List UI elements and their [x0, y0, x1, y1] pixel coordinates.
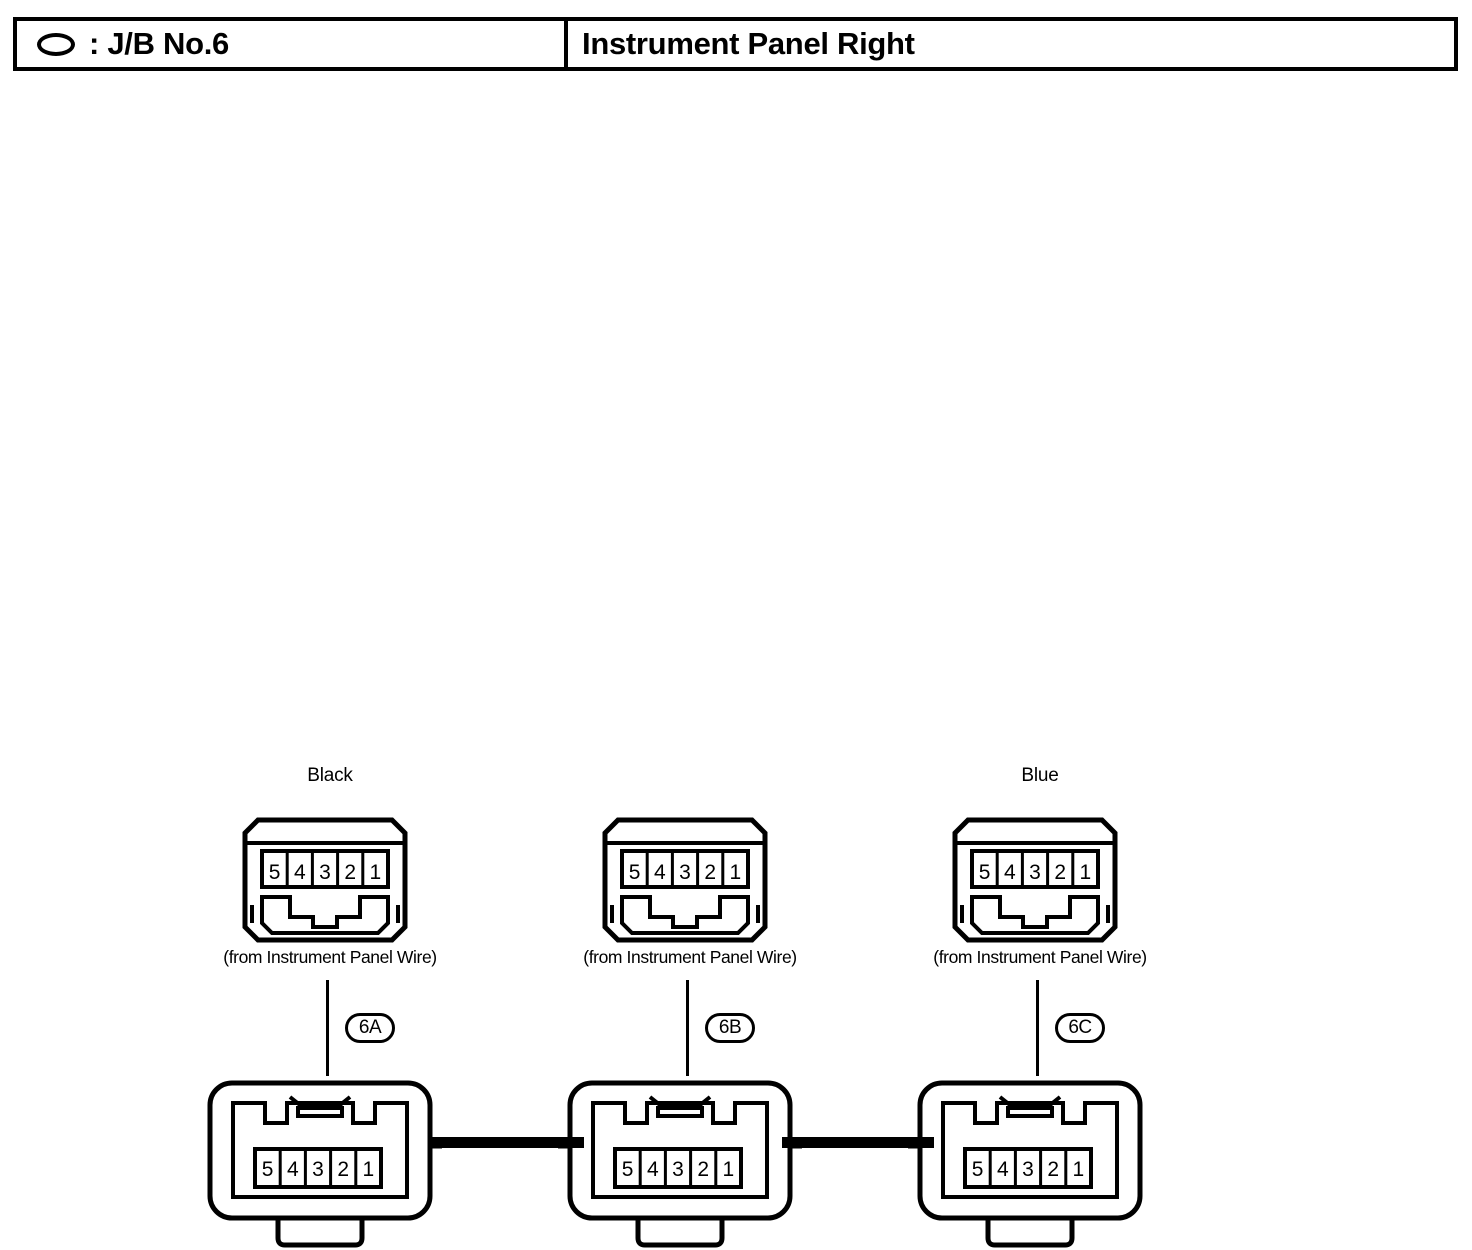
- pin-number: 1: [730, 861, 742, 884]
- top-connector-6b[interactable]: 5 4 3 2 1: [540, 805, 840, 943]
- connector-caption-6a: (from Instrument Panel Wire): [223, 947, 437, 967]
- pin-number: 4: [997, 1158, 1009, 1181]
- pin-number: 2: [697, 1158, 709, 1181]
- pin-number: 5: [629, 861, 641, 884]
- top-connector-6c[interactable]: 5 4 3 2 1: [890, 805, 1190, 943]
- pin-number: 1: [363, 1158, 375, 1181]
- header-bar: : J/B No.6 Instrument Panel Right: [13, 17, 1458, 71]
- pin-number: 2: [704, 861, 716, 884]
- pin-number: 2: [337, 1158, 349, 1181]
- pin-number: 2: [344, 861, 356, 884]
- bottom-connector-6a[interactable]: 5 4 3 2 1: [180, 1075, 480, 1250]
- bottom-connector-6b[interactable]: 5 4 3 2 1: [540, 1075, 840, 1250]
- harness-wire-6a-6b: [432, 1137, 584, 1148]
- pin-number: 2: [1047, 1158, 1059, 1181]
- header-code-label: : J/B No.6: [89, 26, 229, 61]
- harness-wire-6b-6c: [782, 1137, 934, 1148]
- pin-number: 3: [679, 861, 691, 884]
- header-left-cell: : J/B No.6: [17, 21, 568, 67]
- pin-number: 4: [654, 861, 666, 884]
- top-connector-6a[interactable]: 5 4 3 2 1: [180, 805, 480, 943]
- pin-number: 1: [723, 1158, 735, 1181]
- connector-badge-6a: 6A: [345, 1013, 395, 1043]
- pin-number: 1: [370, 861, 382, 884]
- pin-number: 5: [269, 861, 281, 884]
- connector-caption-6c: (from Instrument Panel Wire): [933, 947, 1147, 967]
- pin-number: 5: [979, 861, 991, 884]
- connector-badge-6c: 6C: [1055, 1013, 1105, 1043]
- oval-icon: [37, 32, 75, 56]
- header-right-cell: Instrument Panel Right: [568, 21, 1454, 67]
- pin-number: 4: [647, 1158, 659, 1181]
- page-title: Instrument Panel Right: [582, 26, 915, 61]
- connector-color-label-6a: Black: [307, 765, 353, 786]
- connector-caption-6b: (from Instrument Panel Wire): [583, 947, 797, 967]
- pin-number: 3: [312, 1158, 324, 1181]
- pin-number: 4: [287, 1158, 299, 1181]
- lead-line-6b: [686, 980, 689, 1076]
- pin-number: 4: [294, 861, 306, 884]
- pin-number: 3: [1022, 1158, 1034, 1181]
- pin-number: 3: [1029, 861, 1041, 884]
- connector-badge-6b: 6B: [705, 1013, 755, 1043]
- pin-number: 4: [1004, 861, 1016, 884]
- pin-number: 5: [622, 1158, 634, 1181]
- pin-number: 3: [672, 1158, 684, 1181]
- pin-number: 5: [262, 1158, 274, 1181]
- bottom-connector-6c[interactable]: 5 4 3 2 1: [890, 1075, 1190, 1250]
- pin-number: 1: [1073, 1158, 1085, 1181]
- lead-line-6c: [1036, 980, 1039, 1076]
- pin-number: 1: [1080, 861, 1092, 884]
- pin-number: 5: [972, 1158, 984, 1181]
- pin-number: 2: [1054, 861, 1066, 884]
- lead-line-6a: [326, 980, 329, 1076]
- connector-color-label-6c: Blue: [1021, 765, 1059, 786]
- pin-number: 3: [319, 861, 331, 884]
